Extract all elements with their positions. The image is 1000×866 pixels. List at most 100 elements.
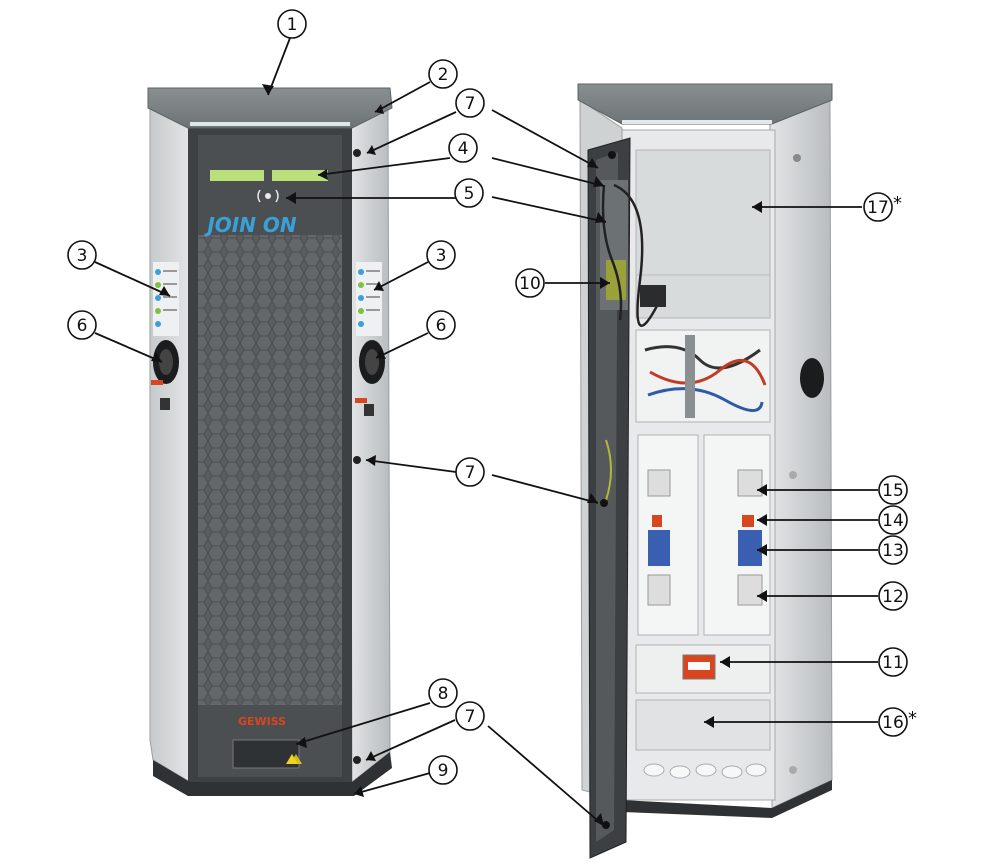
- cable-glands: [643, 763, 767, 779]
- callout-c3r: 3: [426, 240, 456, 270]
- display-area: [198, 135, 342, 235]
- callout-ring: [277, 9, 307, 39]
- callout-number: 10: [519, 274, 541, 294]
- front-hex-panel: [198, 235, 342, 705]
- callout-ring: [878, 505, 908, 535]
- callout-c6l: 6: [67, 310, 97, 340]
- callout-c4: 4: [448, 133, 478, 163]
- callout-number: 3: [436, 246, 447, 266]
- callout-c6r: 6: [426, 310, 456, 340]
- callout-c7b: 7: [455, 457, 485, 487]
- callout-c15: 15: [878, 475, 908, 505]
- callout-c5: 5: [454, 178, 484, 208]
- callout-c12: 12: [878, 581, 908, 611]
- callout-ring: [863, 192, 893, 222]
- callout-number: 12: [882, 587, 904, 607]
- callout-c14: 14: [878, 505, 908, 535]
- callout-ring: [428, 678, 458, 708]
- callout-ring: [455, 457, 485, 487]
- callout-number: 16: [882, 713, 904, 733]
- lock-screw: [353, 456, 361, 464]
- warning-icon: [290, 754, 302, 764]
- callout-ring: [878, 475, 908, 505]
- callout-number: 11: [882, 653, 904, 673]
- lock-screw: [353, 756, 361, 764]
- callout-ring: [455, 701, 485, 731]
- callout-ring: [67, 310, 97, 340]
- qr-code-right: [364, 404, 374, 416]
- callout-number: 13: [882, 541, 904, 561]
- callout-c8: 8: [428, 678, 458, 708]
- lower-compartment: [635, 699, 771, 751]
- callout-ring: [426, 310, 456, 340]
- orange-label-right: [355, 398, 367, 403]
- callout-c7a: 7: [455, 88, 485, 118]
- orange-label-left: [151, 380, 163, 385]
- callout-ring: [428, 59, 458, 89]
- callout-c13: 13: [878, 535, 908, 565]
- display-right: [272, 170, 328, 181]
- callout-number: 6: [436, 316, 447, 336]
- callout-ring: [67, 240, 97, 270]
- callout-ring: [515, 268, 545, 298]
- callout-ring: [878, 535, 908, 565]
- callout-c1: 1: [277, 9, 307, 39]
- callout-number: 17: [867, 198, 889, 218]
- display-left: [210, 170, 264, 181]
- callout-number: 4: [458, 139, 469, 159]
- callout-number: 7: [465, 463, 476, 483]
- socket-right: [359, 340, 385, 384]
- cabinet-side-socket: [800, 358, 824, 398]
- status-sticker-left: [153, 262, 179, 336]
- breaker-row-right: [737, 469, 763, 606]
- callout-number: 14: [882, 511, 904, 531]
- right-side-panel: [349, 107, 391, 784]
- callout-c3l: 3: [67, 240, 97, 270]
- callout-ring: [455, 88, 485, 118]
- door-lock: [608, 151, 616, 159]
- callout-asterisk: *: [908, 708, 917, 729]
- cabinet-led-strip: [622, 120, 772, 124]
- callout-number: 3: [77, 246, 88, 266]
- status-sticker-right: [356, 262, 382, 336]
- leader-lines: [94, 37, 878, 827]
- callout-number: 7: [465, 94, 476, 114]
- callout-number: 2: [438, 65, 449, 85]
- callout-c11: 11: [878, 647, 908, 677]
- base: [153, 752, 392, 796]
- callout-number: 15: [882, 481, 904, 501]
- callout-ring: [426, 240, 456, 270]
- qr-code-left: [160, 398, 170, 410]
- callout-c9: 9: [428, 755, 458, 785]
- callout-c10: 10: [515, 268, 545, 298]
- socket-left: [153, 340, 179, 384]
- callout-number: 9: [438, 761, 449, 781]
- callout-c2: 2: [428, 59, 458, 89]
- callout-asterisk: *: [893, 193, 902, 214]
- callout-number: 1: [287, 15, 298, 35]
- lock-screw: [353, 149, 361, 157]
- callout-ring: [878, 707, 908, 737]
- callout-c16: 16*: [878, 707, 917, 737]
- callout-c17: 17*: [863, 192, 902, 222]
- left-side-panel: [149, 107, 191, 783]
- callout-number: 5: [464, 184, 475, 204]
- breaker-row-left: [647, 469, 671, 606]
- callout-number: 7: [465, 707, 476, 727]
- callout-number: 8: [438, 684, 449, 704]
- callout-c7c: 7: [455, 701, 485, 731]
- callout-ring: [878, 581, 908, 611]
- callout-ring: [878, 647, 908, 677]
- top-led-strip: [190, 122, 350, 126]
- product-logo: JOIN ON: [203, 213, 297, 237]
- callout-ring: [448, 133, 478, 163]
- station-open-view: [577, 83, 833, 859]
- callout-number: 6: [77, 316, 88, 336]
- callout-ring: [454, 178, 484, 208]
- rfid-reader-icon: [257, 189, 279, 203]
- maker-logo: GEWISS: [238, 715, 286, 728]
- wiring-bundle: [644, 335, 767, 418]
- door-lock: [600, 499, 608, 507]
